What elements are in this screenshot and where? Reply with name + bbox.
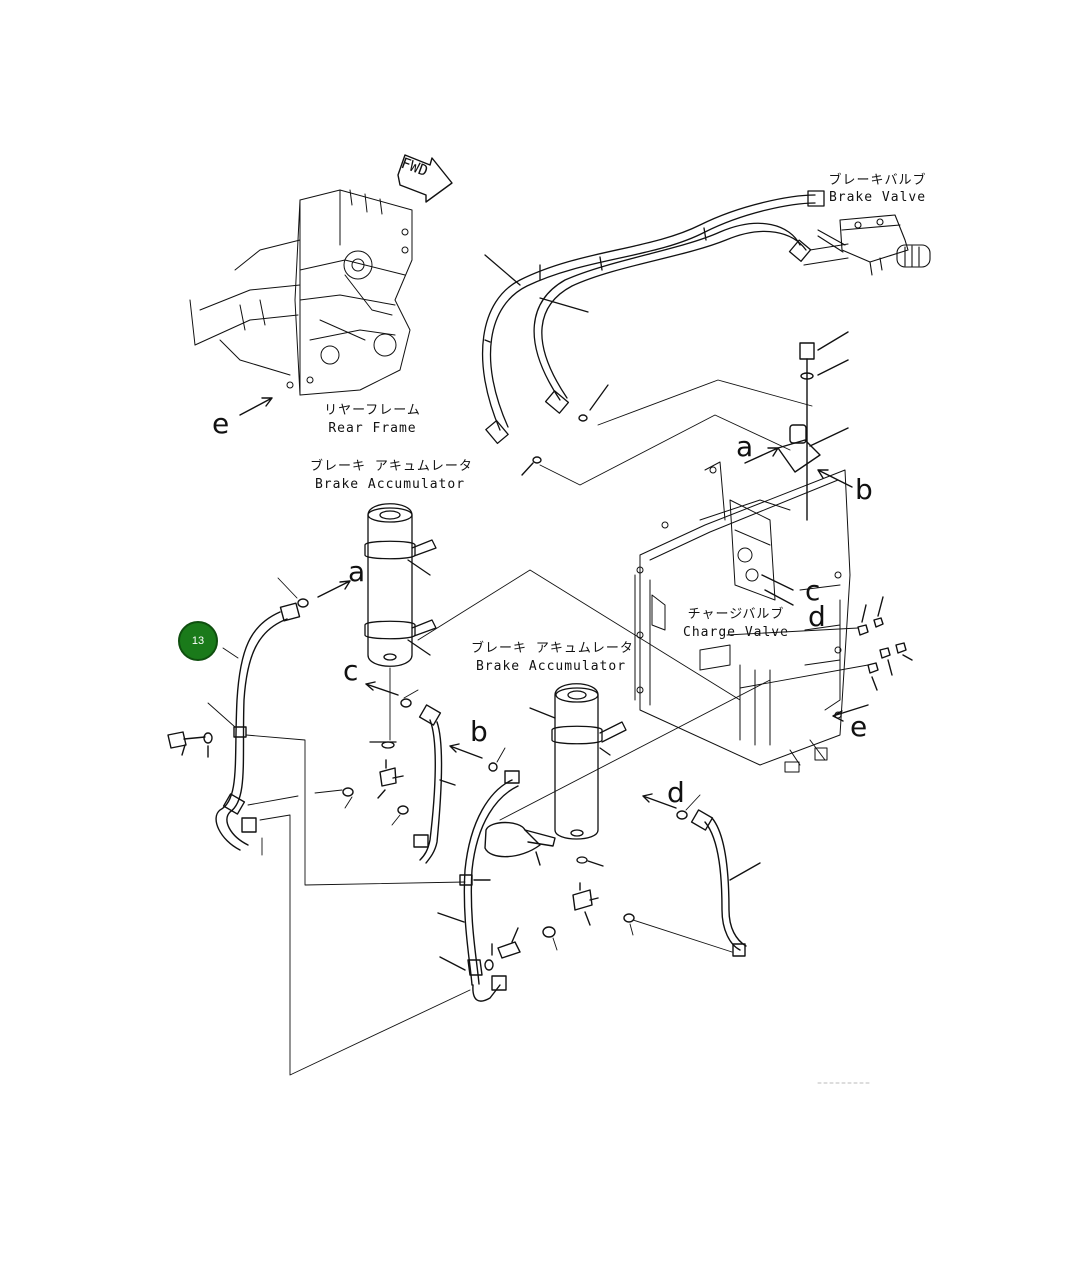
connection-letter-a: a bbox=[348, 555, 366, 588]
elbow-fitting-icon bbox=[777, 424, 821, 473]
connection-letter-c: c bbox=[805, 574, 821, 607]
leader-line bbox=[539, 414, 791, 486]
o-ring-icon bbox=[676, 810, 688, 820]
arrow-a-icon bbox=[744, 447, 779, 464]
leader-line bbox=[597, 379, 813, 426]
arrow-e-icon bbox=[832, 704, 869, 722]
o-ring-icon bbox=[400, 698, 412, 708]
connection-letter-d: d bbox=[808, 600, 826, 633]
arrow-a-icon bbox=[317, 580, 351, 598]
leader-line bbox=[417, 569, 741, 701]
brake-valve-label-jp: ブレーキバルブ bbox=[828, 173, 927, 188]
connection-letter-e: e bbox=[850, 710, 868, 743]
hose-13 bbox=[215, 598, 309, 851]
o-ring-icon bbox=[578, 414, 588, 422]
brake-valve-hoses bbox=[482, 190, 825, 445]
leader-line bbox=[499, 679, 771, 821]
arrow-d-icon bbox=[642, 793, 677, 809]
o-ring-icon bbox=[623, 913, 635, 923]
o-ring-icon bbox=[532, 456, 542, 464]
rear-frame-label-jp: リヤーフレーム bbox=[324, 403, 421, 418]
leader-line bbox=[222, 647, 239, 659]
callout-13[interactable]: 13 bbox=[178, 621, 218, 661]
rear-frame-drawing bbox=[189, 189, 413, 396]
rear-frame-arrow-icon bbox=[239, 397, 273, 416]
charge-valve-label-en: Charge Valve bbox=[683, 625, 789, 640]
bolt-icon bbox=[799, 331, 849, 521]
o-ring-icon bbox=[342, 787, 354, 797]
accumulator-middle-label-en: Brake Accumulator bbox=[475, 659, 627, 674]
connection-letter-d: d bbox=[667, 776, 685, 809]
tee-fitting-icon bbox=[377, 759, 404, 799]
accumulator-top-label-jp: ブレーキ アキュムレータ bbox=[310, 459, 473, 474]
arrow-c-icon bbox=[365, 681, 399, 696]
o-ring-icon bbox=[488, 762, 498, 772]
tee-fitting-icon bbox=[572, 882, 599, 926]
arrow-b-icon bbox=[449, 743, 483, 759]
accumulator-middle-label-jp: ブレーキ アキュムレータ bbox=[471, 641, 634, 656]
connection-letter-b: b bbox=[470, 715, 488, 748]
hose-d bbox=[690, 809, 761, 957]
connection-letter-b: b bbox=[855, 473, 873, 506]
arrow-d-icon bbox=[764, 589, 794, 606]
connection-letter-c: c bbox=[343, 654, 359, 687]
o-ring-icon bbox=[397, 805, 409, 815]
brake-valve-label-en: Brake Valve bbox=[828, 190, 927, 205]
fwd-arrow-icon bbox=[397, 154, 453, 203]
rear-frame-label-en: Rear Frame bbox=[328, 421, 417, 436]
connection-letter-a: a bbox=[736, 430, 754, 463]
bolt-icon bbox=[167, 731, 213, 758]
connection-letter-e: e bbox=[212, 407, 230, 440]
brake-accumulator-top bbox=[364, 503, 437, 749]
brake-accumulator-middle bbox=[529, 683, 627, 867]
hose-b bbox=[413, 704, 456, 864]
accumulator-top-label-en: Brake Accumulator bbox=[314, 477, 466, 492]
arrow-b-icon bbox=[817, 469, 853, 488]
charge-valve-label-jp: チャージバルブ bbox=[687, 607, 785, 622]
hose-middle bbox=[437, 770, 556, 1002]
arrow-c-icon bbox=[761, 574, 794, 591]
o-ring-icon bbox=[542, 926, 556, 938]
brake-valve-drawing bbox=[803, 214, 931, 276]
charge-valve-frame-drawing bbox=[634, 461, 851, 773]
